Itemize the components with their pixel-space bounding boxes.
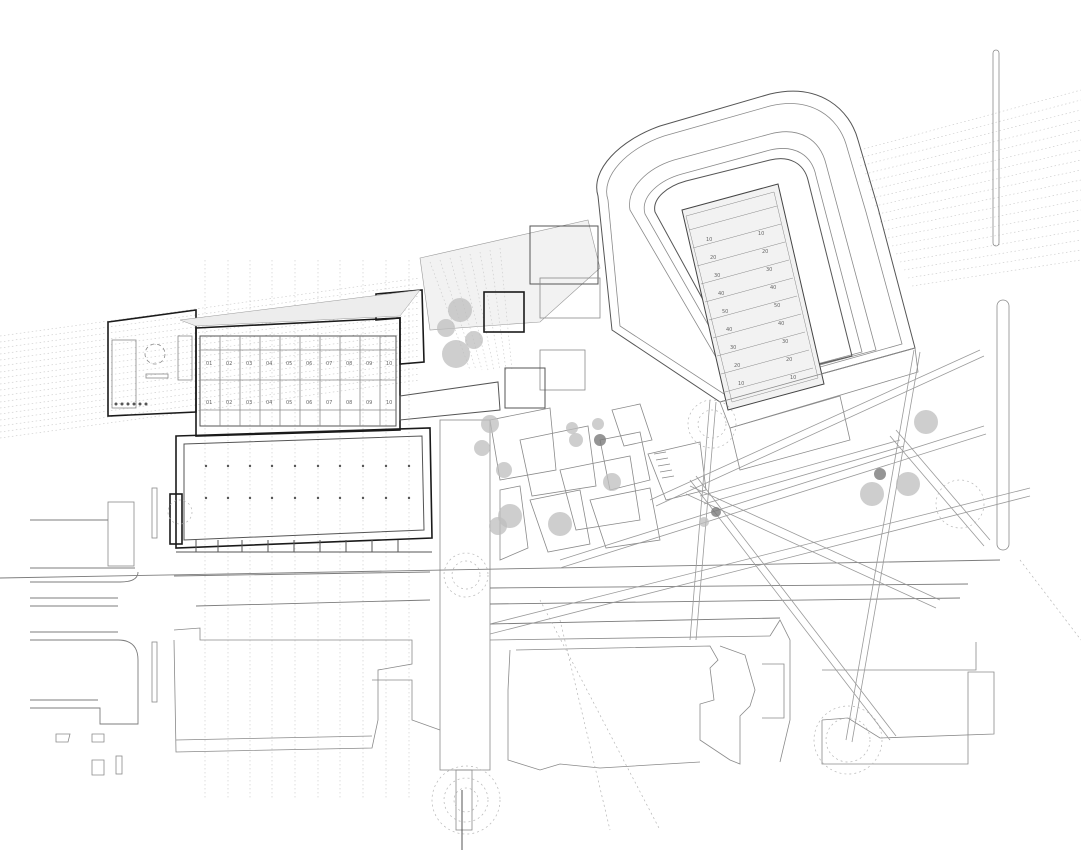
bay-label: 01: [206, 400, 212, 406]
bay-label: 05: [286, 400, 292, 406]
yard-number: 20: [710, 255, 716, 261]
bay-label: 07: [326, 361, 332, 367]
yard-number: 10: [758, 231, 764, 237]
yard-number: 40: [770, 285, 776, 291]
yard-number: 40: [718, 291, 724, 297]
bay-label: 06: [306, 361, 312, 367]
bay-label: 08: [346, 400, 352, 406]
yard-number: 10: [706, 237, 712, 243]
yard-number: 20: [734, 363, 740, 369]
bay-label: 05: [286, 361, 292, 367]
yard-number: 50: [774, 303, 780, 309]
forecourt: [419, 219, 601, 409]
rail-strips: [992, 49, 1010, 551]
yard-number: 50: [722, 309, 728, 315]
yard-number: 30: [782, 339, 788, 345]
yard-number: 10: [738, 381, 744, 387]
exhibition-hall: 01 02 03 04 05 06 07 08 09 10 01 02 03 0…: [107, 289, 501, 437]
yard-number: 30: [766, 267, 772, 273]
bay-label: 02: [226, 361, 232, 367]
projection-lines-right: [859, 89, 1081, 287]
stadium: 10 20 30 40 50 40 30 20 10 10 20 30 40 5…: [596, 90, 919, 471]
bay-label: 01: [206, 361, 212, 367]
plaza-paths: [489, 403, 707, 561]
courtyard: [169, 427, 433, 553]
bay-label: 07: [326, 400, 332, 406]
yard-number: 10: [790, 375, 796, 381]
bay-label: 09: [366, 400, 372, 406]
diagonal-bridges: [167, 349, 1081, 831]
football-field: [681, 183, 825, 411]
bay-label: 03: [246, 400, 252, 406]
central-spine: [431, 419, 501, 850]
yard-number: 40: [726, 327, 732, 333]
bay-label: 09: [366, 361, 372, 367]
bay-label: 06: [306, 400, 312, 406]
trees: [437, 298, 938, 536]
yard-number: 20: [786, 357, 792, 363]
bay-label: 08: [346, 361, 352, 367]
yard-number: 40: [778, 321, 784, 327]
yard-number: 30: [714, 273, 720, 279]
street-grid: [0, 487, 1001, 776]
bay-label: 04: [266, 400, 272, 406]
yard-number: 30: [730, 345, 736, 351]
bay-label: 10: [386, 361, 392, 367]
bay-label: 02: [226, 400, 232, 406]
bay-label: 04: [266, 361, 272, 367]
yard-number: 20: [762, 249, 768, 255]
bay-label: 03: [246, 361, 252, 367]
bay-label: 10: [386, 400, 392, 406]
